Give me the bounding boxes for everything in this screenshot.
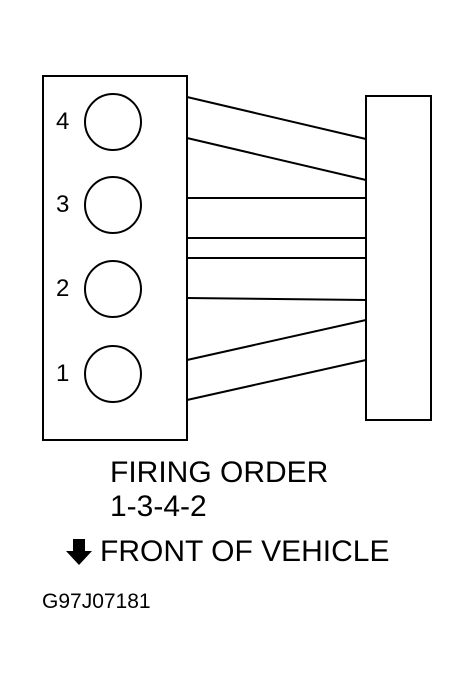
cylinder-3: 3 [56,176,142,234]
cylinder-4: 4 [56,93,142,151]
cylinder-4-label: 4 [56,108,69,135]
wire-cyl-1b [186,359,367,401]
spark-plug-wires [186,96,367,401]
figure-id: G97J07181 [42,590,151,613]
arrow-down-icon [66,539,92,565]
wire-cyl-2b [186,297,367,301]
front-of-vehicle-label: FRONT OF VEHICLE [100,535,390,568]
cylinder-3-label: 3 [56,191,69,218]
wire-cyl-4b [186,137,367,181]
cylinder-2-label: 2 [56,275,69,302]
cylinder-2: 2 [56,260,142,318]
cylinder-1-label: 1 [56,360,69,387]
firing-order-title: FIRING ORDER [110,456,329,489]
cylinder-1: 1 [56,345,142,403]
wire-cyl-4a [186,96,367,140]
front-of-vehicle-indicator: FRONT OF VEHICLE [64,537,389,567]
wire-cyl-1a [186,319,367,361]
firing-order-sequence: 1-3-4-2 [110,490,207,523]
ignition-coil-block [365,95,432,421]
